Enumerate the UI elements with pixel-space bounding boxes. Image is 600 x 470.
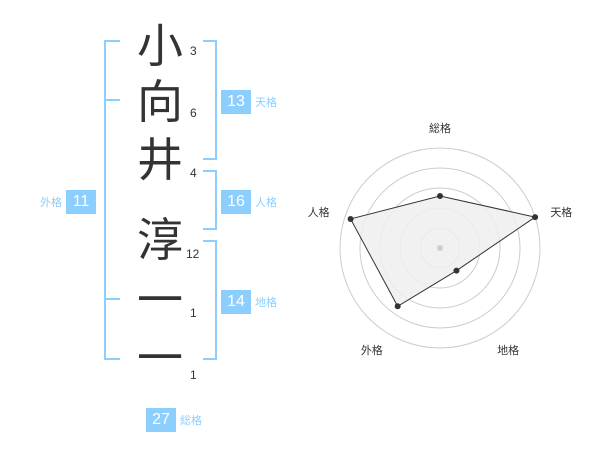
jinkaku-badge: 16 人格	[221, 190, 277, 214]
radar-point-2	[453, 267, 460, 274]
name-char-1: 小	[137, 19, 183, 73]
name-char-3: 井	[137, 133, 183, 187]
chikaku-label: 地格	[255, 296, 277, 309]
tenkaku-value: 13	[221, 90, 251, 114]
soukaku-label: 総格	[180, 414, 202, 427]
radar-ring	[359, 167, 521, 329]
chikaku-badge: 14 地格	[221, 290, 277, 314]
stroke-count-6: 1	[190, 368, 197, 382]
tenkaku-badge: 13 天格	[221, 90, 277, 114]
radar-data-area	[349, 195, 537, 307]
radar-axis-label-jinkaku: 人格	[308, 205, 330, 219]
radar-center-dot	[437, 245, 443, 251]
name-char-6: 一	[137, 331, 183, 385]
jinkaku-label: 人格	[255, 196, 277, 209]
name-char-4: 淳	[137, 213, 183, 267]
radar-point-0	[437, 193, 443, 199]
radar-point-1	[532, 214, 539, 221]
name-char-5: 一	[137, 273, 183, 327]
radar-ring	[339, 147, 541, 349]
radar-axis-label-chikaku: 地格	[497, 343, 519, 357]
gaikaku-label: 外格	[40, 196, 62, 209]
radar-axis-label-tenkaku: 天格	[550, 205, 572, 219]
radar-point-4	[347, 215, 354, 222]
radar-point-3	[394, 303, 401, 310]
gaikaku-value: 11	[66, 190, 96, 214]
stroke-count-1: 3	[190, 44, 197, 58]
soukaku-badge: 27 総格	[146, 408, 202, 432]
radar-axis-label-soukaku: 総格	[429, 121, 451, 135]
tenkaku-label: 天格	[255, 96, 277, 109]
radar-data-points	[347, 193, 539, 310]
stroke-count-4: 12	[186, 247, 200, 261]
stroke-count-2: 6	[190, 106, 197, 120]
stroke-count-5: 1	[190, 306, 197, 320]
stroke-count-3: 4	[190, 166, 197, 180]
fortune-radar-chart: 総格 天格 地格 外格 人格	[308, 121, 573, 357]
name-char-2: 向	[137, 75, 183, 129]
jinkaku-value: 16	[221, 190, 251, 214]
chikaku-value: 14	[221, 290, 251, 314]
radar-axis-label-gaikaku: 外格	[361, 343, 383, 357]
gaikaku-badge: 外格 11	[40, 190, 96, 214]
soukaku-value: 27	[146, 408, 176, 432]
